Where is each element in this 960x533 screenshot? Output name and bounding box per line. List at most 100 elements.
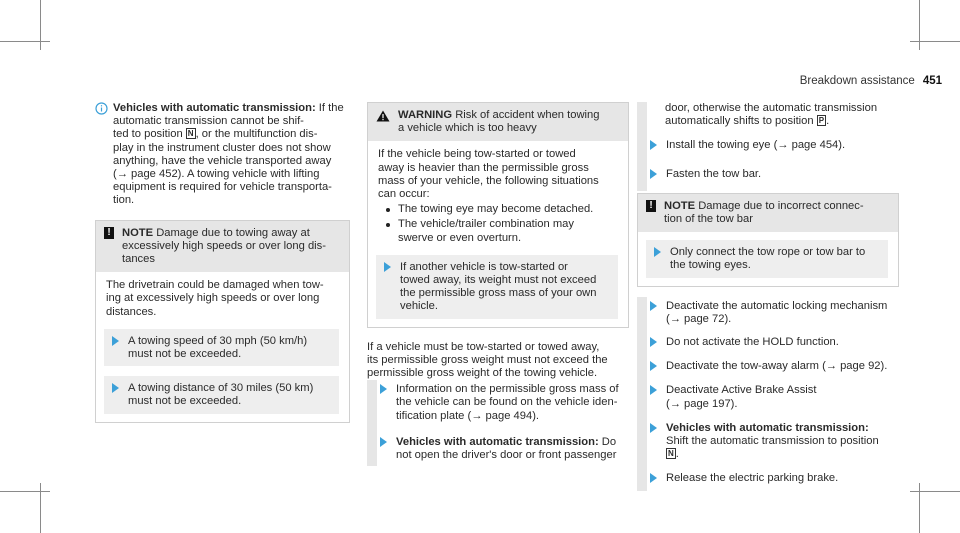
note-head-line: excessively high speeds or over long dis…	[122, 239, 326, 252]
gear-p-icon: P	[816, 115, 827, 127]
step-list: Deactivate the automatic locking mechani…	[637, 296, 899, 491]
step-bar	[637, 296, 647, 332]
step-arrow-icon	[650, 361, 657, 372]
info-icon	[95, 102, 108, 115]
warning-body-line: If the vehicle being tow-started or towe…	[378, 148, 576, 161]
note-step: A towing speed of 30 mph (50 km/h) must …	[104, 328, 339, 367]
step-arrow-icon	[650, 385, 657, 396]
warning-head-line: a vehicle which is too heavy	[398, 122, 537, 135]
paragraph-line: If a vehicle must be tow-started or towe…	[367, 340, 600, 353]
page-header: Breakdown assistance 451	[800, 75, 942, 88]
info-line: equipment is required for vehicle transp…	[113, 181, 332, 194]
warning-box: WARNING Risk of accident when towing a v…	[367, 102, 629, 328]
page-number: 451	[922, 75, 942, 87]
step-line: Deactivate the tow-away alarm (→ page 92…	[666, 360, 888, 373]
step-bar	[637, 331, 647, 356]
section-title: Breakdown assistance	[799, 75, 915, 87]
step-arrow-icon	[650, 300, 657, 311]
step-item: Deactivate the tow-away alarm (→ page 92…	[637, 355, 899, 380]
crop-mark	[919, 0, 920, 50]
step-line: Deactivate Active Brake Assist	[666, 384, 817, 397]
note-body-line: ing at excessively high speeds or over l…	[106, 292, 320, 305]
step-line: Information on the permissible gross mas…	[396, 383, 619, 396]
crop-mark	[919, 483, 920, 533]
gear-n-icon: N	[666, 448, 676, 460]
step-arrow-icon	[650, 168, 657, 179]
notice-icon: !	[646, 199, 656, 212]
info-line: tion.	[113, 194, 135, 207]
note-label: NOTE	[122, 226, 154, 239]
note-box: ! NOTE Damage due to towing away at exce…	[95, 219, 350, 423]
note-box: ! NOTE Damage due to incorrect connec- t…	[637, 192, 899, 287]
note-head-line: tion of the tow bar	[664, 213, 753, 226]
step-bar	[637, 379, 647, 417]
step-line: must not be exceeded.	[128, 348, 242, 361]
step-line: tification plate (→ page 494).	[396, 409, 540, 422]
step-arrow-icon	[384, 261, 391, 272]
step-arrow-icon	[380, 436, 387, 447]
crop-mark	[910, 491, 960, 492]
step-line: vehicle.	[400, 300, 438, 313]
step-item: Fasten the tow bar.	[637, 158, 899, 191]
step-line: not open the driver's door or front pass…	[396, 449, 617, 462]
step-bar	[637, 355, 647, 380]
step-item: Information on the permissible gross mas…	[367, 380, 629, 423]
step-title: Vehicles with automatic transmission:	[396, 435, 599, 448]
warning-body-line: can occur:	[378, 188, 430, 201]
info-line: (→ page 452). A towing vehicle with lift…	[113, 168, 320, 181]
note-body-line: The drivetrain could be damaged when tow…	[106, 279, 324, 292]
step-title: Vehicles with automatic transmission:	[666, 421, 869, 434]
note-step: A towing distance of 30 miles (50 km) mu…	[104, 376, 339, 414]
step-bar	[367, 380, 377, 423]
note-step: Only connect the tow rope or tow bar to …	[646, 240, 888, 278]
step-arrow-icon	[650, 473, 657, 484]
step-bar	[637, 134, 647, 159]
step-line: Deactivate the automatic locking mechani…	[666, 299, 888, 312]
step-line: Do	[598, 435, 617, 448]
note-header: ! NOTE Damage due to incorrect connec- t…	[638, 193, 898, 233]
note-head-line: Damage due to incorrect connec-	[698, 199, 864, 212]
bullet-dot	[386, 208, 390, 213]
step-arrow-icon	[112, 335, 119, 346]
info-block: Vehicles with automatic transmission: If…	[95, 102, 350, 208]
warning-body-line: away is heavier than the permissible gro…	[378, 161, 589, 174]
bullet-dot	[386, 223, 390, 228]
step-line: Shift the automatic transmission to posi…	[666, 435, 879, 448]
step-item: Vehicles with automatic transmission: Sh…	[637, 416, 899, 468]
step-item: Deactivate the automatic locking mechani…	[637, 296, 899, 332]
step-bar	[637, 416, 647, 468]
info-text: ted to position N, or the multifunction …	[113, 128, 350, 141]
crop-mark	[0, 41, 50, 42]
step-arrow-icon	[650, 337, 657, 348]
info-line: ted to position	[113, 128, 183, 141]
step-item: Vehicles with automatic transmission: Do…	[367, 422, 629, 467]
step-line: If another vehicle is tow-started or	[400, 260, 568, 273]
note-label: NOTE	[664, 199, 696, 212]
step-line: Do not activate the HOLD function.	[666, 336, 839, 349]
note-head-line: Damage due to towing away at	[156, 226, 310, 239]
step-bar	[637, 102, 647, 135]
step-arrow-icon	[380, 384, 387, 395]
step-arrow-icon	[650, 140, 657, 151]
warning-header: WARNING Risk of accident when towing a v…	[368, 103, 628, 142]
column-3: door, otherwise the automatic transmissi…	[637, 102, 899, 491]
note-header: ! NOTE Damage due to towing away at exce…	[96, 220, 349, 273]
step-bar	[637, 467, 647, 491]
info-line: , or the multifunction dis-	[195, 128, 318, 141]
info-line: play in the instrument cluster does not …	[113, 141, 331, 154]
step-item: Deactivate Active Brake Assist (→ page 1…	[637, 379, 899, 417]
step-line: the towing eyes.	[670, 259, 751, 272]
warning-step: If another vehicle is tow-started or tow…	[376, 254, 618, 319]
step-line: must not be exceeded.	[128, 395, 242, 408]
step-line: Install the towing eye (→ page 454).	[666, 139, 846, 152]
step-line: towed away, its weight must not exceed	[400, 274, 597, 287]
gear-n-icon: N	[185, 128, 196, 140]
paragraph-line: permissible gross weight of the towing v…	[367, 367, 598, 380]
step-line: Fasten the tow bar.	[666, 167, 762, 180]
note-body-line: distances.	[106, 305, 157, 318]
step-line: Only connect the tow rope or tow bar to	[670, 246, 866, 259]
step-line: the vehicle can be found on the vehicle …	[396, 396, 618, 409]
note-body: Only connect the tow rope or tow bar to …	[638, 232, 898, 285]
step-line: automatically shifts to position	[665, 115, 814, 128]
note-head-line: tances	[122, 253, 155, 266]
